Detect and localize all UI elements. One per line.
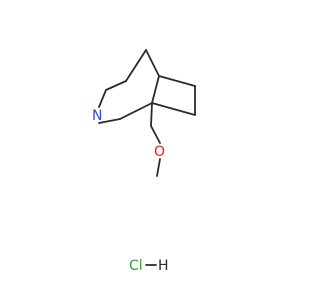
bond-ring-right-lower xyxy=(151,102,196,116)
bond-o-to-methyl xyxy=(156,158,161,177)
bond-ring-right-upper xyxy=(158,75,196,87)
nitrogen-atom-label: N xyxy=(92,108,102,124)
bond-n-to-c-bottom xyxy=(98,118,121,124)
hydrogen-atom-label: H xyxy=(158,258,169,274)
bicyclic-skeleton xyxy=(98,49,196,266)
chlorine-atom-label: Cl xyxy=(129,258,143,274)
bond-c-to-n-top xyxy=(98,89,107,108)
structure-canvas: N O Cl H xyxy=(92,49,196,274)
oxygen-atom-label: O xyxy=(154,144,165,160)
bond-bridge-top-right xyxy=(145,49,160,77)
bond-ring-top xyxy=(105,80,127,91)
bond-bridgehead-to-bridgehead xyxy=(151,75,160,104)
bond-c-to-bridgehead xyxy=(119,102,153,120)
bond-bridge-top-left xyxy=(125,49,147,82)
molecule-diagram: N O Cl H xyxy=(92,49,196,274)
bond-ch2-to-o xyxy=(150,125,161,144)
bond-bridgehead-to-ch2 xyxy=(150,102,153,127)
